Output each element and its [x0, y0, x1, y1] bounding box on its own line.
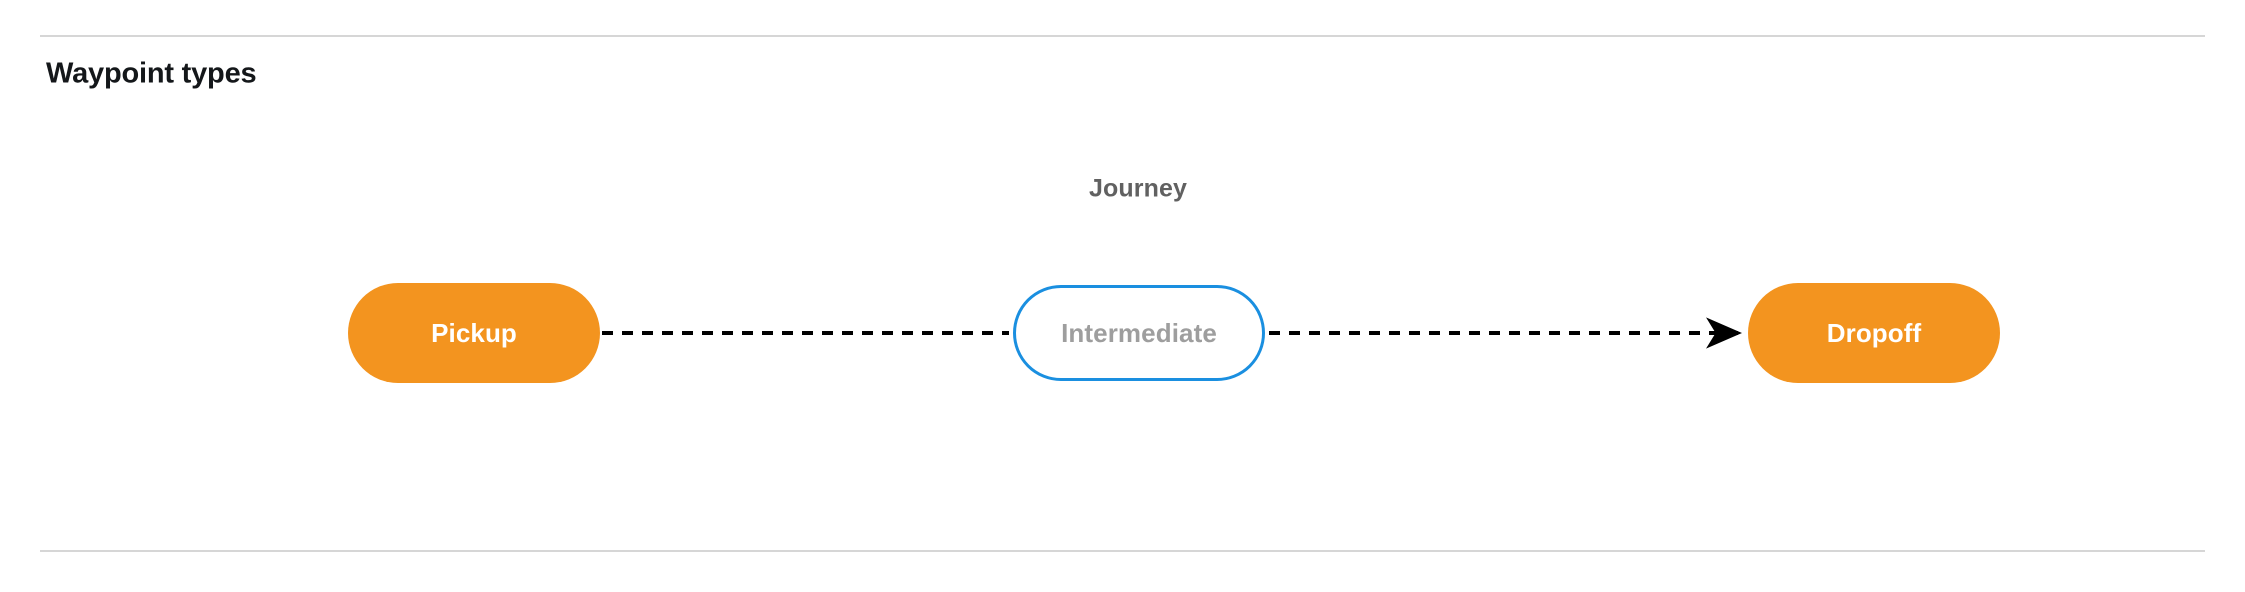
- node-pickup[interactable]: Pickup: [348, 283, 600, 383]
- section-divider-top: [40, 35, 2205, 37]
- edge-label-journey: Journey: [1089, 174, 1187, 203]
- section-divider-bottom: [40, 550, 2205, 552]
- node-dropoff[interactable]: Dropoff: [1748, 283, 2000, 383]
- node-pickup-label: Pickup: [431, 318, 517, 348]
- node-intermediate[interactable]: Intermediate: [1013, 285, 1265, 381]
- node-dropoff-label: Dropoff: [1826, 318, 1922, 348]
- page-title: Waypoint types: [46, 57, 257, 90]
- node-intermediate-label: Intermediate: [1061, 318, 1217, 348]
